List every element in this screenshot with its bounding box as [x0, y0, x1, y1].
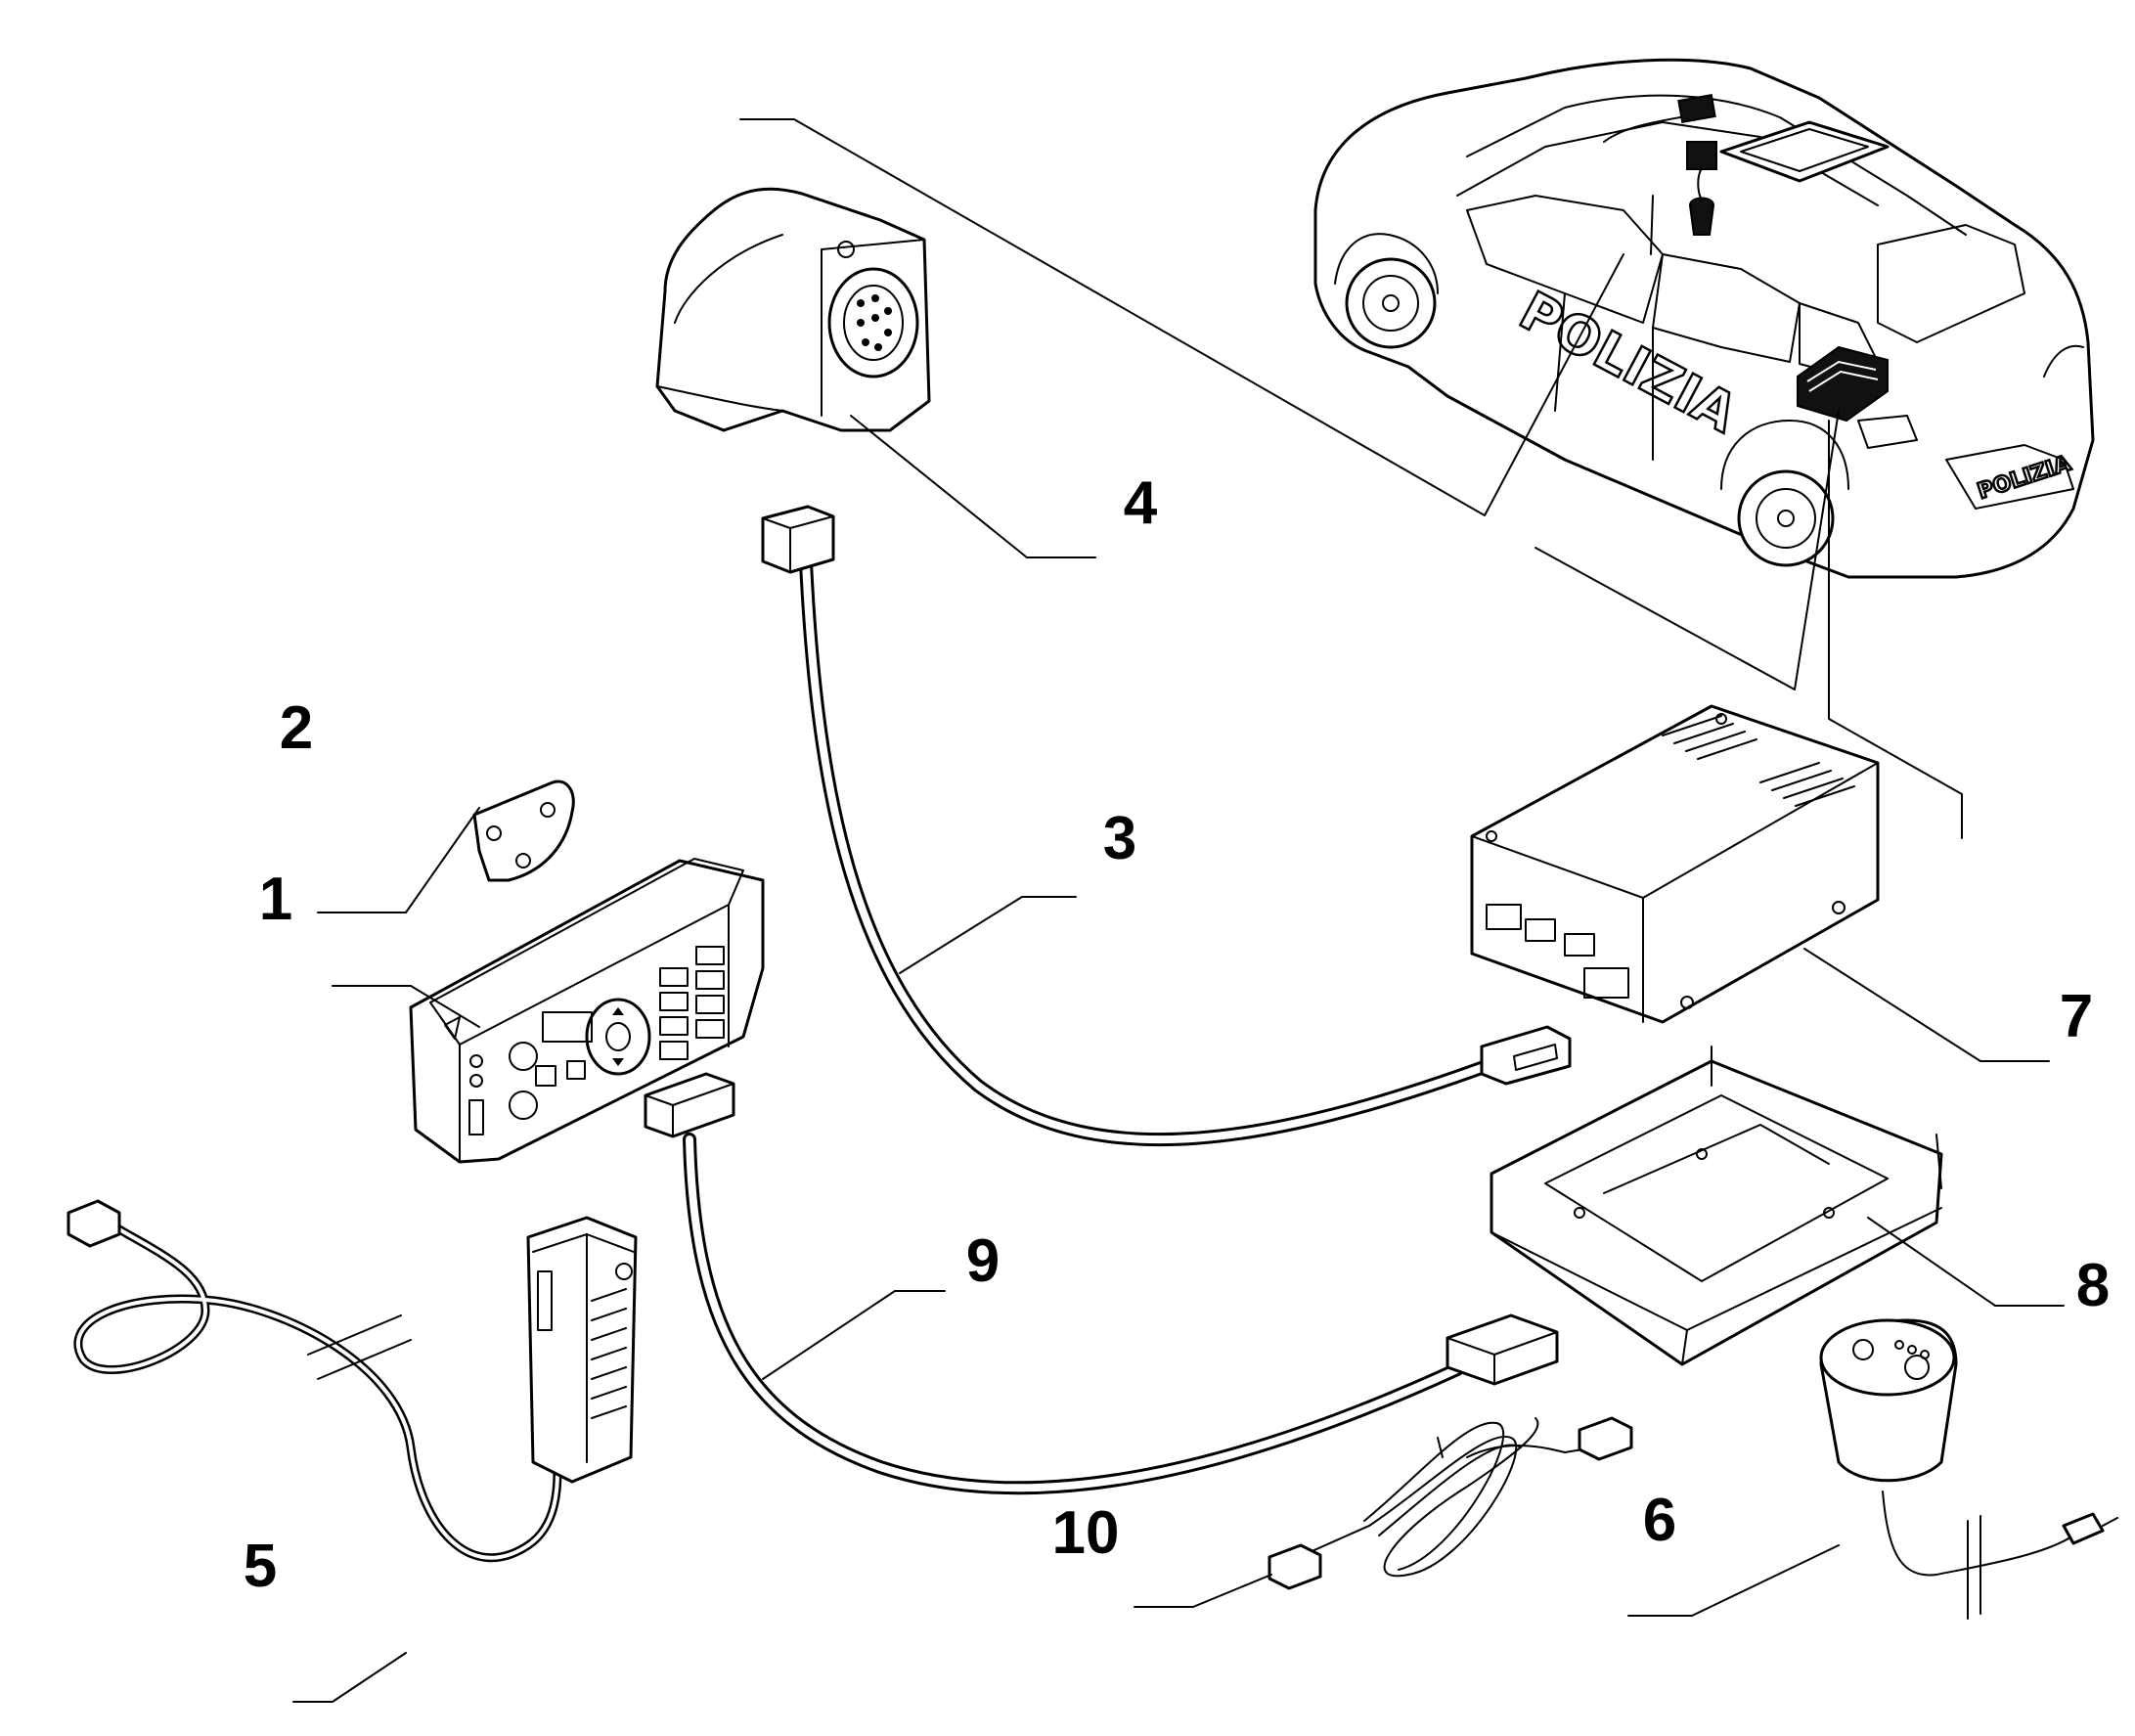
callout-8: 8 — [2076, 1252, 2110, 1319]
leader-lines — [739, 118, 1963, 839]
roof-accessories-icon — [1603, 94, 1890, 236]
callout-3: 3 — [1103, 805, 1136, 872]
connector-housing — [655, 187, 931, 432]
callout-4: 4 — [1124, 469, 1158, 537]
callout-6: 6 — [1643, 1487, 1676, 1554]
cable-9 — [644, 1072, 1559, 1495]
callout-leaders — [292, 415, 2065, 1703]
control-panel — [409, 858, 765, 1164]
callout-5: 5 — [244, 1533, 277, 1600]
callout-7: 7 — [2060, 983, 2093, 1050]
callout-labels: 1 2 3 4 5 6 7 8 9 10 — [244, 469, 2110, 1600]
police-car: POLIZIA POLIZIA — [1313, 58, 2095, 579]
callout-10: 10 — [1052, 1499, 1120, 1567]
callout-1: 1 — [259, 866, 292, 933]
bracket — [472, 779, 575, 882]
ecu-box — [1470, 704, 1880, 1024]
installed-ecu-icon — [1797, 345, 1889, 423]
wire-10 — [1268, 1416, 1633, 1590]
tray — [1490, 1046, 1943, 1366]
handset — [67, 1199, 638, 1562]
callout-9: 9 — [966, 1227, 1000, 1295]
callout-2: 2 — [280, 694, 313, 762]
cable-3 — [761, 505, 1572, 1147]
knob — [1819, 1318, 2118, 1620]
